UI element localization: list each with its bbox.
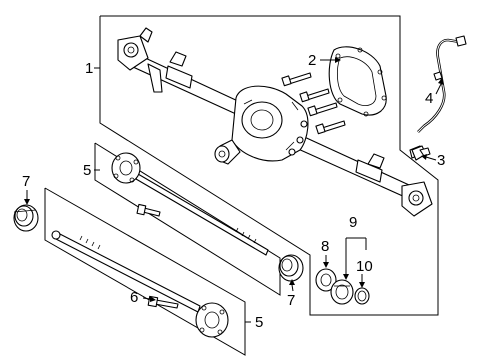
callout-7-right: 7 (287, 292, 295, 309)
callout-5-upper: 5 (83, 162, 91, 179)
axle-housing (117, 27, 433, 217)
callout-9: 9 (349, 214, 357, 231)
wheel-stud (147, 295, 179, 309)
oil-seal-right (278, 254, 304, 282)
wheel-stud-upper (136, 203, 161, 217)
lower-axle-shaft (51, 230, 229, 338)
axle-assembly-boundary (99, 15, 439, 316)
bearing-assembly (330, 279, 354, 305)
cover-bolts (281, 72, 346, 135)
callout-4: 4 (425, 90, 433, 107)
callout-2: 2 (308, 52, 316, 69)
bearing (315, 268, 337, 292)
differential-cover (328, 46, 387, 117)
upper-axle-shaft (111, 152, 269, 256)
upper-shaft-boundary (94, 142, 281, 296)
leader-lines (24, 57, 444, 323)
vent-fitting (411, 145, 431, 161)
lower-shaft-boundary (44, 187, 246, 356)
callout-8: 8 (321, 238, 329, 255)
callout-3: 3 (437, 152, 445, 169)
retainer-ring (354, 287, 370, 305)
callout-1: 1 (85, 60, 93, 77)
callout-7-left: 7 (22, 173, 30, 190)
callout-10: 10 (356, 258, 373, 275)
vent-hose (417, 35, 467, 133)
callout-6: 6 (130, 289, 138, 306)
oil-seal-left (13, 204, 39, 232)
callout-5-lower: 5 (255, 314, 263, 331)
